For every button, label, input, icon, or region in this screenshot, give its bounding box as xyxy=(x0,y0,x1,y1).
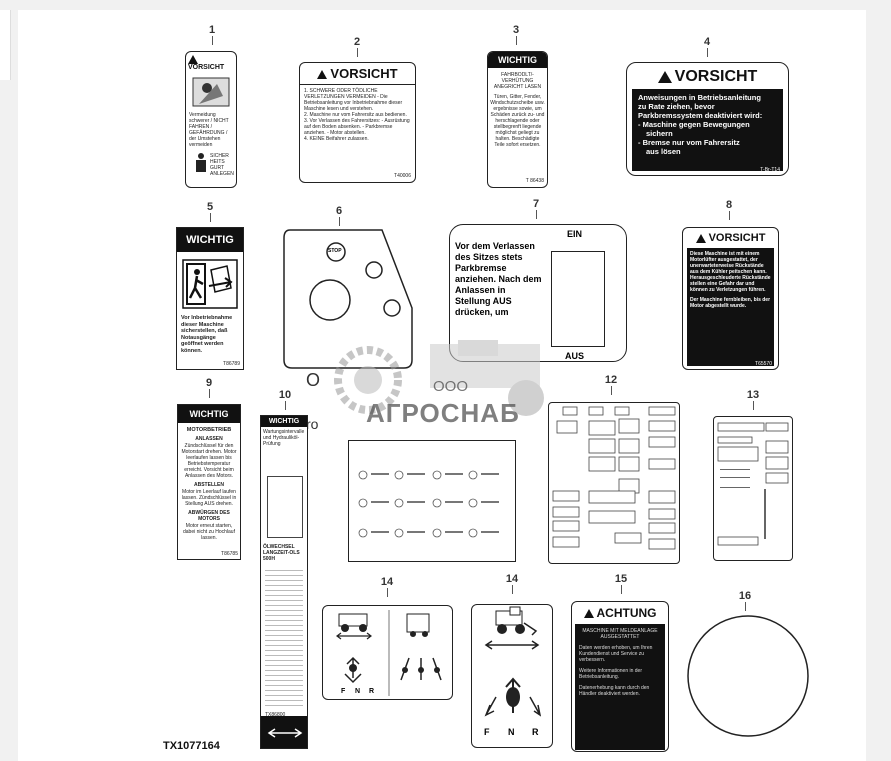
decal-9: WICHTIG MOTORBETRIEB ANLASSEN Zündschlüs… xyxy=(177,404,241,560)
decal-7: EIN Vor dem Verlassen des Sitzes stets P… xyxy=(449,224,627,362)
callout-15: 15 xyxy=(612,573,630,594)
decal-1-text: Vermeidung schwerer / NICHT FAHREN / GEF… xyxy=(189,112,229,148)
figure-caption: TX1077164 xyxy=(163,740,220,752)
decal-14b-direction-symbols xyxy=(484,606,542,717)
decal-4: VORSICHT Anweisungen in Betriebsanleitun… xyxy=(626,62,789,176)
decal-15: ACHTUNG MASCHINE MIT MELDEANLAGE AUSGEST… xyxy=(571,601,669,752)
decal-11-symbol-grid xyxy=(358,470,499,538)
decal-5-text: Vor Inbetriebnahme dieser Maschine siche… xyxy=(181,315,233,354)
decal-8-header: VORSICHT xyxy=(708,232,766,244)
decal-3: WICHTIG FAHRBODLT/-VERHÜTUNG ANEGRICHT L… xyxy=(487,51,548,188)
decal-13-relay-layout xyxy=(717,422,789,546)
decal-2-item-4: 4. KEINE Beifahrer zulassen. xyxy=(304,136,369,142)
watermark-agrosnab-text: АГРОСНАБ xyxy=(366,398,520,428)
callout-12: 12 xyxy=(602,374,620,395)
warning-triangle-icon xyxy=(657,70,672,83)
left-panel-edge xyxy=(0,10,11,80)
decal-10-text-lines xyxy=(265,566,303,706)
callout-13: 13 xyxy=(744,389,762,410)
seatbelt-person-icon xyxy=(196,153,206,172)
decal-7-ein-label: EIN xyxy=(567,229,583,239)
decal-2-header: VORSICHT xyxy=(330,66,398,81)
tipover-operator-icon xyxy=(192,77,230,107)
callout-6: 6 xyxy=(332,205,346,226)
decal-10-body: Wartungsintervalle und Hydrauliköl-Prüfu… xyxy=(263,429,305,447)
warning-triangle-icon xyxy=(188,55,198,64)
warning-triangle-icon xyxy=(317,70,328,80)
decal-3-body: Türen, Gitter, Fender, Windschutzscheibe… xyxy=(490,94,545,148)
emergency-exit-icon xyxy=(182,259,238,309)
decal-2-item-3: 3. Vor Verlassen des Fahrersitzes: - Aus… xyxy=(304,118,410,136)
decal-2: VORSICHT 1. SCHWERE ODER TÖDLICHE VERLET… xyxy=(299,62,416,183)
decal-9-header: WICHTIG xyxy=(178,405,240,423)
decal-3-code: T 86438 xyxy=(525,178,544,184)
decal-14a: F N R xyxy=(322,605,453,700)
decal-3-header: WICHTIG xyxy=(488,52,547,68)
decal-10-inner-box xyxy=(267,476,303,538)
decal-6-side-text: ro xyxy=(306,416,319,432)
decal-7-text: Vor dem Verlassen des Sitzes stets Parkb… xyxy=(455,241,542,317)
decal-16-round-reflector xyxy=(687,615,809,737)
decal-3-subtitle: FAHRBODLT/-VERHÜTUNG ANEGRICHT LASEN xyxy=(493,72,542,90)
callout-14a: 14 xyxy=(378,576,396,597)
decal-15-header: ACHTUNG xyxy=(596,606,657,620)
agrosnab-watermark-logo xyxy=(334,340,544,416)
callout-7: 7 xyxy=(529,198,543,219)
decal-6-control-panel xyxy=(283,229,413,369)
callout-16: 16 xyxy=(736,590,754,611)
decal-12 xyxy=(548,402,680,564)
decal-13 xyxy=(713,416,793,561)
decal-1-header: VORSICHT xyxy=(188,64,225,71)
callout-4: 4 xyxy=(700,36,714,57)
direction-arrows-icon xyxy=(267,728,303,738)
decal-11 xyxy=(348,440,516,562)
decal-4-header: VORSICHT xyxy=(674,68,758,85)
decal-9-code: T86785 xyxy=(221,551,238,557)
decal-9-title: MOTORBETRIEB xyxy=(186,427,232,433)
decal-7-aus-label: AUS xyxy=(565,351,585,361)
callout-3: 3 xyxy=(509,24,523,45)
decal-14b: F N R xyxy=(471,604,553,748)
callout-5: 5 xyxy=(203,201,217,222)
watermark-ooo-text: ООО xyxy=(433,378,469,395)
decal-5-header: WICHTIG xyxy=(177,228,243,252)
decal-10-header: WICHTIG xyxy=(261,416,307,427)
decal-8: VORSICHT Diese Maschine ist mit einem Mo… xyxy=(682,227,779,370)
callout-8: 8 xyxy=(722,199,736,220)
decal-1-seatbelt-text: SICHER HEITS GURT ANLEGEN xyxy=(210,153,234,177)
decal-15-message: MASCHINE MIT MELDEANLAGE AUSGESTATTET Da… xyxy=(575,624,665,750)
decal-10: WICHTIG Wartungsintervalle und Hydraulik… xyxy=(260,415,308,749)
callout-9: 9 xyxy=(202,377,216,398)
decal-8-message: Diese Maschine ist mit einem Motorlüfter… xyxy=(687,248,774,366)
callout-14b: 14 xyxy=(503,573,521,594)
decal-2-item-1: 1. SCHWERE ODER TÖDLICHE VERLETZUNGEN VE… xyxy=(304,88,403,112)
decal-10-title: ÖLWECHSEL LANGZEIT-OLS 500H xyxy=(263,544,300,562)
callout-10: 10 xyxy=(276,389,294,410)
switch-window xyxy=(551,251,605,347)
warning-triangle-icon xyxy=(583,609,594,619)
decal-5: WICHTIG Vor Inbetriebnahme dieser Maschi… xyxy=(176,227,244,370)
decal-1: VORSICHT Vermeidung schwerer / NICHT FAH… xyxy=(185,51,237,188)
decal-4-code: T-Br-T14 xyxy=(760,167,780,173)
decal-2-item-2: 2. Maschine nur vom Fahrersitz aus bedie… xyxy=(304,112,407,118)
stop-label: STOP xyxy=(328,248,342,254)
callout-2: 2 xyxy=(350,36,364,57)
decal-4-message: Anweisungen in Betriebsanleitung zu Rate… xyxy=(632,89,783,171)
decal-2-code: T40006 xyxy=(394,173,411,179)
callout-1: 1 xyxy=(205,24,219,45)
warning-triangle-icon xyxy=(695,233,706,243)
decal-6-stroke: O xyxy=(306,370,321,390)
decal-10-code: TX86800 xyxy=(265,712,286,718)
decal-12-fuse-layout xyxy=(552,406,676,550)
decal-5-code: T86789 xyxy=(223,361,240,367)
decal-14a-direction-symbols xyxy=(336,610,442,696)
decal-8-code: T65570 xyxy=(755,361,772,367)
